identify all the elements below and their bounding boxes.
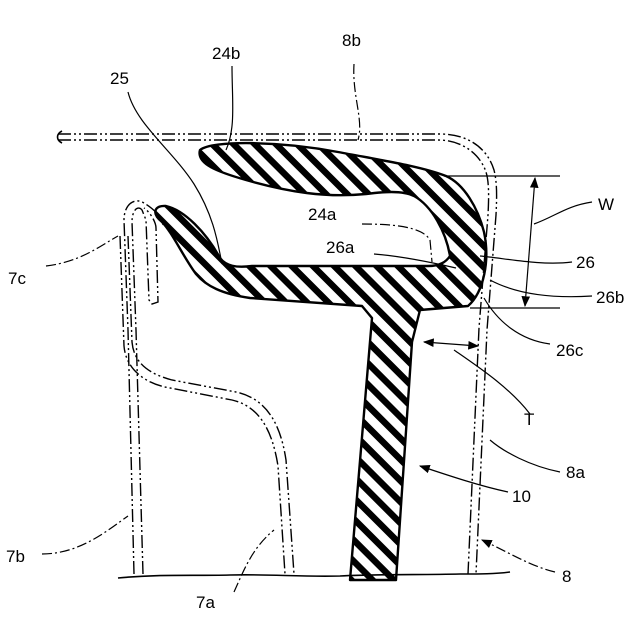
label-8a: 8a [566, 463, 585, 482]
leader-lines [42, 64, 592, 592]
label-24b: 24b [212, 44, 240, 63]
label-26: 26 [576, 253, 595, 272]
reference-labels: 24b 8b 25 W 24a 26a 26 7c 26b 26c T 8a 1… [6, 31, 624, 612]
label-24a: 24a [308, 205, 337, 224]
thickness-dimension-T [424, 342, 478, 346]
label-T: T [524, 410, 534, 429]
label-8: 8 [562, 567, 571, 586]
label-25: 25 [110, 69, 129, 88]
label-10: 10 [512, 487, 531, 506]
label-8b: 8b [342, 31, 361, 50]
label-7c: 7c [8, 269, 26, 288]
label-26b: 26b [596, 288, 624, 307]
label-26a: 26a [326, 238, 355, 257]
label-26c: 26c [556, 341, 584, 360]
label-7a: 7a [196, 593, 215, 612]
label-W: W [598, 195, 614, 214]
break-line [118, 572, 510, 578]
label-7b: 7b [6, 547, 25, 566]
